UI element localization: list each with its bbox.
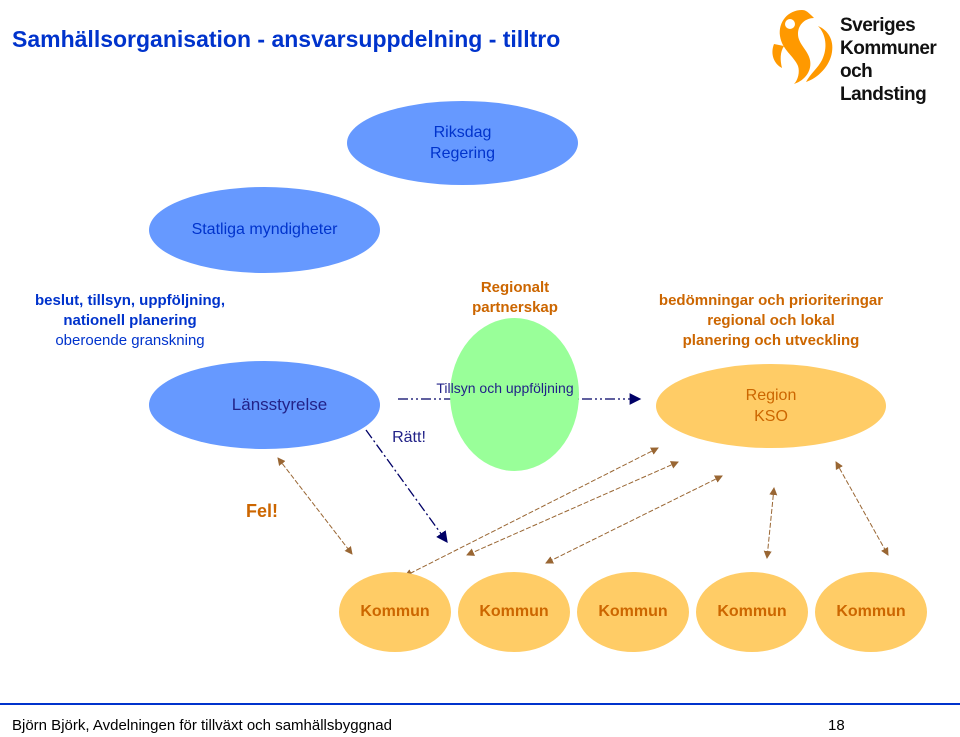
riksdag-regering-node: Riksdag Regering — [347, 101, 578, 185]
kommun-label: Kommun — [717, 603, 787, 620]
kommun-node: Kommun — [577, 572, 689, 652]
lansstyrelse-label: Länsstyrelse — [231, 395, 328, 414]
right-responsibility-text: bedömningar och prioriteringar regional … — [618, 291, 924, 351]
footer-text: Björn Björk, Avdelningen för tillväxt oc… — [12, 717, 392, 734]
region-kommun-arrow-3 — [545, 475, 723, 564]
ratt-label: Rätt! — [392, 429, 426, 446]
regionalt-partnerskap-label: Regionalt partnerskap — [420, 278, 610, 318]
right-text-line-1: bedömningar och prioriteringar — [658, 292, 884, 309]
tillsyn-label: Tillsyn och uppföljning — [436, 380, 574, 396]
kommun-label: Kommun — [479, 603, 549, 620]
kommun-node: Kommun — [339, 572, 451, 652]
logo-line-2: Kommuner — [840, 38, 937, 59]
slide-title: Samhällsorganisation - ansvarsuppdelning… — [12, 26, 561, 52]
footer-divider — [0, 703, 960, 705]
fel-arrow — [277, 457, 353, 555]
left-text-line-2: nationell planering — [63, 312, 197, 329]
kommun-node: Kommun — [458, 572, 570, 652]
region-kommun-arrow-2 — [466, 461, 679, 556]
statliga-myndigheter-node: Statliga myndigheter — [149, 187, 380, 273]
region-label: Region — [745, 387, 797, 404]
kommun-label: Kommun — [598, 603, 668, 620]
regionalt-line-2: partnerskap — [472, 299, 558, 316]
kso-label: KSO — [754, 408, 788, 425]
logo-text: Sveriges Kommuner och Landsting — [840, 14, 960, 106]
left-text-line-1: beslut, tillsyn, uppföljning, — [35, 292, 225, 309]
region-kso-node: Region KSO — [656, 364, 886, 448]
right-text-line-2: regional och lokal — [707, 312, 835, 329]
region-kommun-arrow-5 — [835, 461, 889, 556]
region-kommun-arrow-4 — [763, 487, 778, 559]
logo-line-1: Sveriges — [840, 15, 916, 36]
kommun-node: Kommun — [815, 572, 927, 652]
regering-label: Regering — [430, 145, 495, 162]
logo-line-3: och Landsting — [840, 61, 927, 105]
page-number: 18 — [828, 717, 845, 734]
regionalt-line-1: Regionalt — [480, 279, 550, 296]
left-text-line-3: oberoende granskning — [55, 332, 205, 349]
fel-label: Fel! — [245, 501, 278, 521]
riksdag-label: Riksdag — [433, 124, 492, 141]
kommun-node: Kommun — [696, 572, 808, 652]
kommun-label: Kommun — [836, 603, 906, 620]
skl-logo-mark-icon — [772, 10, 833, 84]
statliga-label: Statliga myndigheter — [191, 221, 338, 238]
kommun-label: Kommun — [360, 603, 430, 620]
right-text-line-3: planering och utveckling — [682, 332, 860, 349]
skl-logo: Sveriges Kommuner och Landsting — [768, 4, 960, 105]
left-responsibility-text: beslut, tillsyn, uppföljning, nationell … — [10, 291, 250, 351]
regionalt-partnerskap-node — [450, 318, 579, 471]
lansstyrelse-node: Länsstyrelse — [149, 361, 380, 449]
